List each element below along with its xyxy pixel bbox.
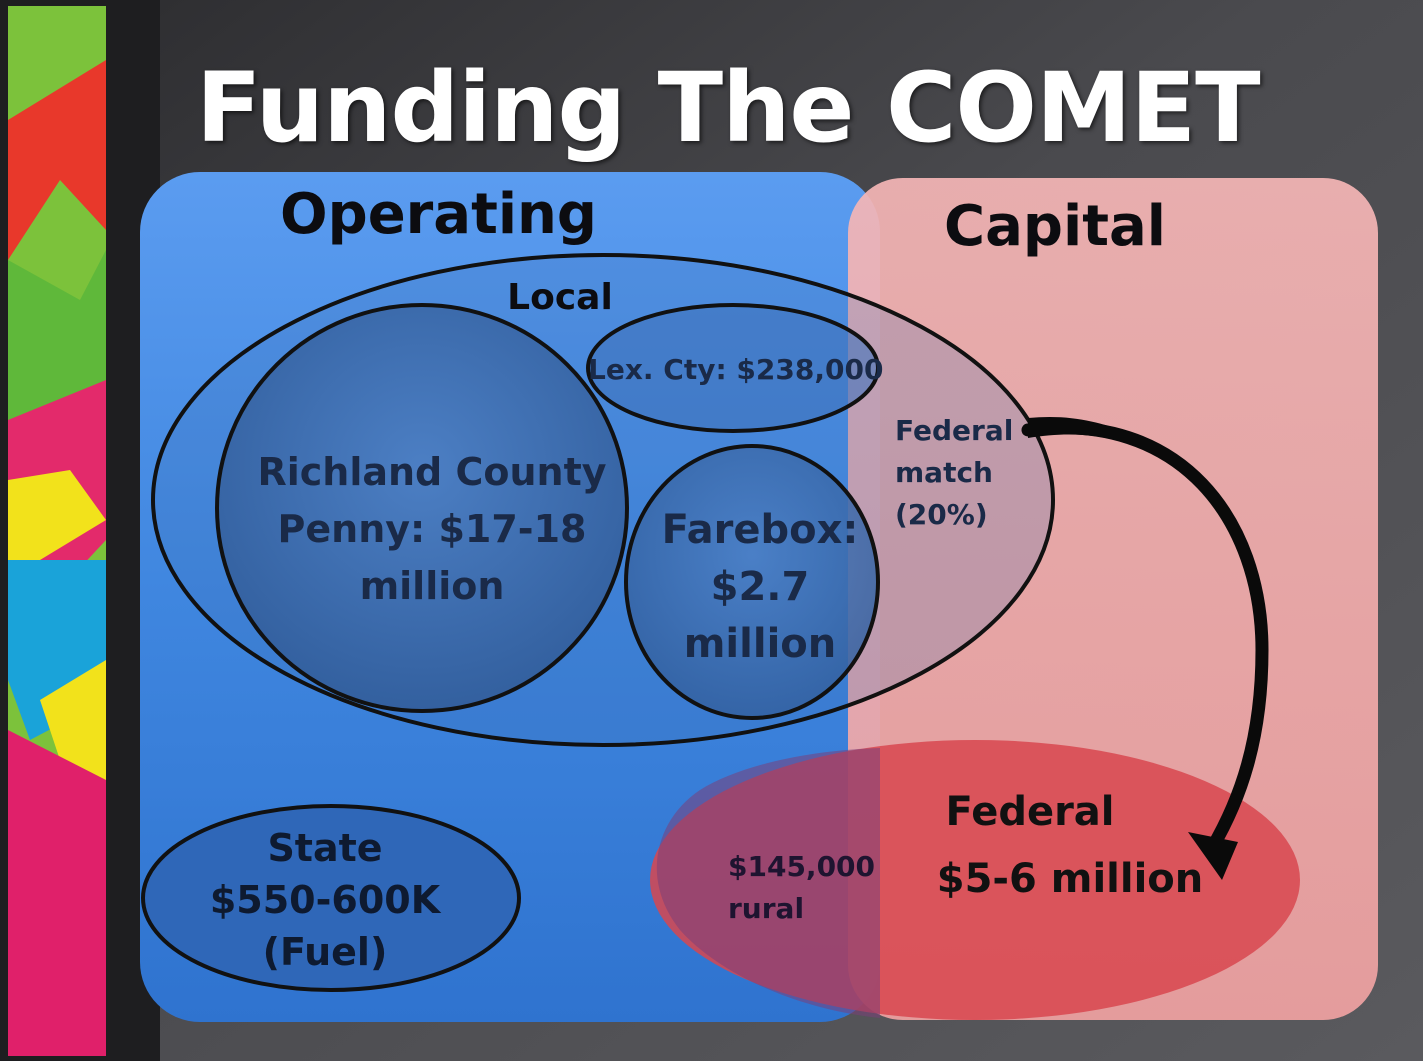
rural-line-2: rural <box>728 892 805 925</box>
decorative-strip <box>8 6 106 1056</box>
lexington-text: Lex. Cty: $238,000 <box>588 353 884 386</box>
rural-line-1: $145,000 <box>728 850 876 883</box>
federal-amount: $5-6 million <box>936 856 1204 902</box>
richland-text: Richland County Penny: $17-18 million <box>252 444 612 615</box>
state-text: State $550-600K (Fuel) <box>200 822 450 978</box>
rural-text: $145,000 rural <box>728 846 878 930</box>
federal-operating-overlap <box>656 748 880 1018</box>
arrow-tail <box>1028 416 1125 442</box>
farebox-line-3: million <box>683 621 837 667</box>
state-line-1: State <box>267 826 383 870</box>
federal-title: Federal <box>945 789 1115 835</box>
richland-line-1: Richland County <box>257 450 607 494</box>
state-ellipse <box>141 804 521 992</box>
lexington-ellipse <box>586 303 880 433</box>
capital-label: Capital <box>944 194 1166 259</box>
richland-line-3: million <box>359 564 505 608</box>
slide-title: Funding The COMET <box>196 52 1261 164</box>
state-line-2: $550-600K <box>209 878 441 922</box>
state-line-3: (Fuel) <box>262 930 388 974</box>
richland-circle <box>215 303 629 713</box>
richland-line-2: Penny: $17-18 <box>277 507 587 551</box>
farebox-line-1: Farebox: <box>661 507 859 553</box>
farebox-text: Farebox: $2.7 million <box>660 502 860 673</box>
farebox-circle <box>624 444 880 720</box>
arrow-head-icon <box>1188 832 1238 880</box>
curved-arrow <box>1021 421 1269 855</box>
farebox-line-2: $2.7 <box>710 564 810 610</box>
federal-match-line-1: Federal <box>895 414 1014 447</box>
local-label: Local <box>507 277 613 318</box>
federal-match-line-3: (20%) <box>895 498 988 531</box>
operating-label: Operating <box>280 182 597 247</box>
federal-match-text: Federal match (20%) <box>895 410 1015 536</box>
federal-match-line-2: match <box>895 456 993 489</box>
